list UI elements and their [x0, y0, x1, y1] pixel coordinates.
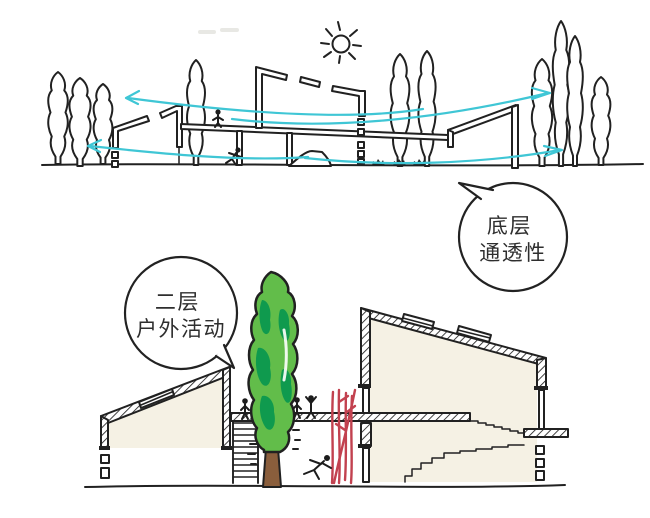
bottom-sketch: 二层 户外活动: [84, 255, 569, 488]
dashed-column-block: [100, 467, 110, 479]
skylight-line: [140, 391, 173, 406]
airflow-arrows: [86, 86, 564, 165]
dashed-column-block: [111, 160, 119, 168]
poplar-tree: [530, 57, 554, 168]
arrowhead-right-icon: [542, 144, 564, 158]
tree-highlight: [282, 328, 288, 382]
column: [362, 387, 370, 414]
airflow-line: [303, 148, 562, 165]
dashed-column-block: [357, 128, 365, 136]
deck-figures: [240, 395, 317, 420]
standing-figure: [240, 398, 250, 420]
wall: [360, 307, 371, 387]
wall-foot: [534, 386, 548, 390]
wall-foot: [99, 446, 110, 450]
arrowhead-left-icon: [86, 138, 103, 154]
arrowhead-left-icon: [124, 89, 141, 106]
standing-figure: [212, 109, 224, 128]
poplar-tree: [185, 58, 207, 167]
faint-smudge: [198, 28, 239, 34]
bubble-circle: [457, 181, 569, 293]
dashed-column-block: [535, 445, 545, 455]
roof-fragment: [112, 115, 150, 149]
roof-fragment: [299, 76, 321, 88]
bubble-tail: [214, 343, 236, 370]
tree-trunk: [262, 447, 282, 488]
roof-fragment: [255, 66, 288, 129]
wall: [222, 366, 231, 448]
ground-line: [84, 484, 566, 488]
column: [362, 447, 370, 483]
poplar-tree: [389, 52, 411, 168]
arrowhead-right-icon: [530, 86, 552, 101]
dashed-column-block: [111, 151, 119, 159]
left-building: [99, 366, 232, 479]
skylight-line: [402, 317, 434, 327]
building-interior: [370, 316, 537, 482]
dashed-column-block: [100, 454, 110, 464]
airflow-line: [230, 91, 550, 125]
dashed-column-block: [357, 141, 365, 149]
roof-fragment: [159, 105, 183, 148]
wall: [536, 357, 547, 389]
bubble-circle: [123, 255, 239, 371]
bubble-tail: [457, 181, 495, 201]
speech-bubble-ground-floor: 底层 通透性: [457, 181, 569, 293]
poplar-tree: [46, 70, 70, 166]
poplar-tree: [551, 19, 571, 168]
ladder-stair: [232, 417, 259, 484]
standing-figure: [292, 397, 302, 419]
wedge-roof: [447, 104, 519, 135]
speech-bubble-second-floor: 二层 户外活动: [123, 255, 239, 371]
bubble-text-ground-floor: 底层 通透性: [479, 215, 547, 265]
wall: [360, 422, 372, 447]
poplar-tree: [92, 82, 114, 166]
airflow-line: [126, 96, 425, 116]
dashed-column-block: [357, 150, 365, 158]
building-interior: [108, 375, 224, 448]
dashed-column-block: [535, 458, 545, 468]
ground-line: [41, 163, 644, 167]
running-figure: [303, 455, 332, 480]
column: [286, 132, 293, 166]
deck-slab: [289, 412, 471, 422]
cheering-figure: [305, 395, 317, 419]
right-building: [289, 307, 569, 483]
wedge-wall: [511, 104, 519, 169]
stair-upper-flight: [469, 420, 525, 434]
wall-foot: [221, 446, 232, 450]
poplar-tree: [68, 76, 92, 168]
poplar-tree: [590, 75, 612, 167]
wall-foot: [358, 444, 371, 448]
bubble-text-second-floor: 二层 户外活动: [136, 291, 226, 341]
roof-fragment: [331, 85, 366, 117]
poplar-tree: [565, 34, 585, 168]
airflow-line: [88, 144, 310, 160]
wall: [100, 415, 109, 449]
green-poplar-tree: [247, 270, 299, 488]
top-sketch: 底层 通透性: [41, 19, 644, 293]
red-bamboo: [330, 388, 357, 485]
soil-dashes: [247, 429, 301, 465]
wall-foot: [358, 384, 371, 388]
skylight-line: [457, 329, 491, 339]
running-figure: [225, 147, 242, 166]
sun-icon: [320, 21, 362, 64]
stair-lower-flight: [404, 444, 525, 483]
column: [538, 389, 545, 430]
wedge-edge: [447, 129, 454, 148]
dashed-column-block: [535, 470, 545, 481]
landing-slab: [523, 428, 569, 438]
